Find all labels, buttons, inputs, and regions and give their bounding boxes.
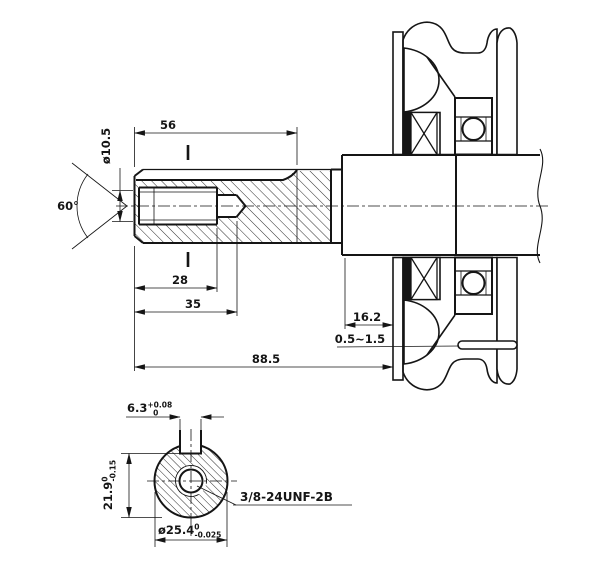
dim-step-width: 16.2 [353,310,381,324]
dim-thread-depth: 28 [172,273,188,287]
dim-key-flat: 21.90-0.15 [101,460,118,510]
crankcase-hatch-bottom [402,256,498,391]
dim-clearance: 0.5~1.5 [335,332,385,346]
oil-seal-bottom [403,256,441,301]
keyway-floor [136,169,298,181]
thread-leader [196,485,237,506]
crankcase-wall-top [496,27,518,156]
cover-plate-bottom [392,256,404,381]
cavity-top [403,47,440,113]
crankcase-wall-bottom [496,256,518,385]
bearing-ball-top [461,117,486,141]
clearance-gap-slot [457,340,518,350]
dim-total-length: 88.5 [252,352,280,366]
chamfer-top [133,168,144,177]
shaft-hatch [135,171,331,243]
top-view-dimensions: 56 ø10.5 60° 28 35 88.5 16.2 0.5~1.5 [57,118,460,371]
rib-edge-top [426,56,456,98]
ball-bearing-bottom [454,256,493,315]
ball-bearing-top [454,97,493,156]
oil-seal-top [403,111,441,156]
chamfer-bottom [133,235,144,244]
keyway-slot [179,430,202,455]
dim-shaft-dia: ø25.40-0.025 [158,523,221,540]
dim-countersink-angle: 60° [57,199,79,213]
dim-hole-depth: 35 [185,297,201,311]
shaft-end-view [147,429,237,536]
cavity-bottom [403,299,440,365]
crankcase-hatch-top [402,21,498,156]
thread-arc [175,465,207,497]
crankcase-section [392,21,518,391]
rib-edge-bottom [426,314,456,356]
shaft-section [116,145,550,267]
cover-plate-top [392,31,404,156]
dim-thread-spec: 3/8-24UNF-2B [240,490,333,504]
dim-keyway-length: 56 [160,118,176,132]
dim-countersink-dia: ø10.5 [99,128,113,164]
bearing-ball-bottom [461,271,486,295]
